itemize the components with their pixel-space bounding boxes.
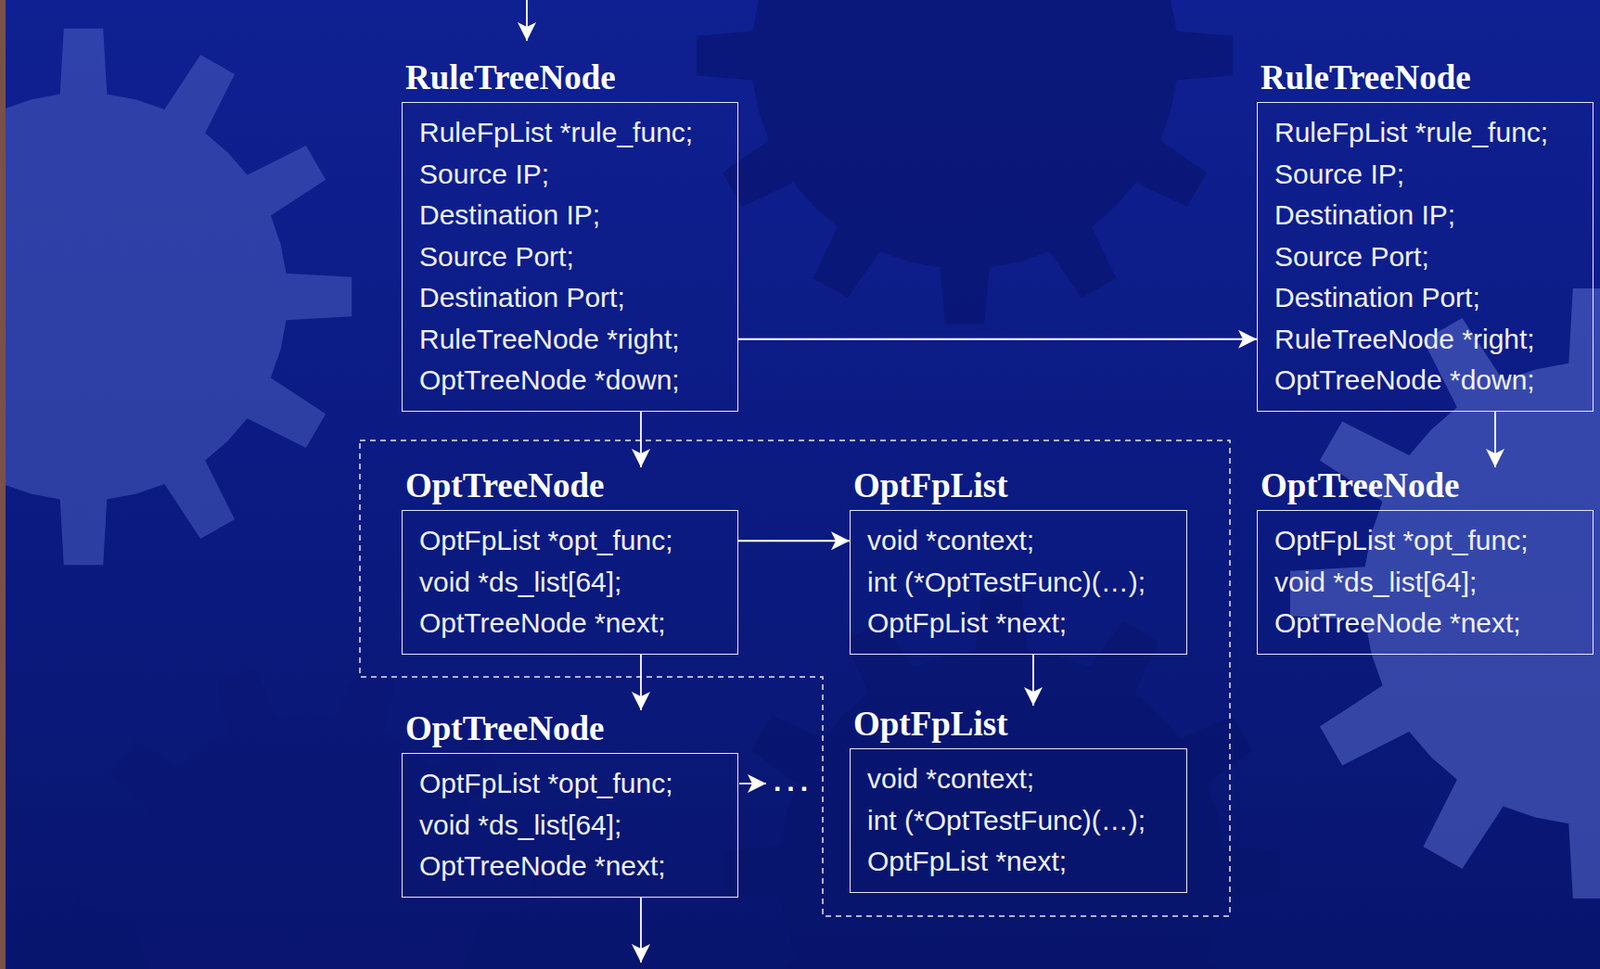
outgoing-arrow	[640, 897, 642, 963]
pointer-arrow	[640, 654, 642, 712]
continuation-arrow	[739, 782, 767, 785]
struct-name: RuleTreeNode	[1256, 59, 1594, 97]
field-line: int (*OptTestFunc)(…);	[867, 562, 1146, 604]
incoming-arrow	[525, 0, 528, 41]
field-line: OptFpList *next;	[867, 602, 1067, 645]
field-line: Destination Port;	[1274, 277, 1481, 320]
field-line: void *ds_list[64];	[419, 805, 622, 847]
field-line: OptTreeNode *next;	[419, 845, 666, 888]
field-list: OptFpList *opt_func; void *ds_list[64]; …	[419, 763, 730, 888]
pointer-arrow	[1494, 411, 1497, 469]
ellipsis-mark: ...	[773, 766, 814, 798]
struct-box: OptFpList *opt_func; void *ds_list[64]; …	[401, 510, 739, 655]
pointer-arrow	[1032, 654, 1035, 707]
field-line: OptFpList *next;	[867, 841, 1067, 884]
field-line: OptFpList *opt_func;	[419, 763, 674, 806]
field-line: Destination Port;	[419, 277, 626, 320]
gear-shape	[696, 0, 1233, 324]
struct-name: RuleTreeNode	[401, 59, 739, 97]
field-list: OptFpList *opt_func; void *ds_list[64]; …	[419, 520, 730, 645]
pointer-arrow	[640, 411, 642, 469]
struct-box: RuleFpList *rule_func; Source IP; Destin…	[401, 102, 739, 412]
struct-node: OptTreeNodeOptFpList *opt_func; void *ds…	[1256, 467, 1594, 655]
struct-node: OptTreeNodeOptFpList *opt_func; void *ds…	[401, 710, 739, 898]
struct-box: void *context; int (*OptTestFunc)(…); Op…	[849, 510, 1188, 655]
struct-box: OptFpList *opt_func; void *ds_list[64]; …	[401, 753, 739, 898]
struct-name: OptFpList	[849, 705, 1188, 743]
struct-node: RuleTreeNodeRuleFpList *rule_func; Sourc…	[1256, 59, 1594, 412]
field-line: OptTreeNode *down;	[419, 359, 680, 402]
field-line: int (*OptTestFunc)(…);	[867, 800, 1146, 843]
struct-node: OptFpList void *context; int (*OptTestFun…	[849, 705, 1188, 894]
field-line: Source IP;	[419, 153, 550, 196]
struct-box: RuleFpList *rule_func; Source IP; Destin…	[1256, 102, 1594, 412]
field-line: OptTreeNode *next;	[1274, 602, 1522, 645]
struct-name: OptTreeNode	[401, 467, 739, 505]
field-line: Source Port;	[1274, 236, 1430, 279]
field-list: OptFpList *opt_func; void *ds_list[64]; …	[1274, 520, 1586, 645]
struct-node: OptFpList void *context; int (*OptTestFun…	[849, 467, 1188, 655]
gear-shape	[0, 28, 352, 565]
struct-name: OptFpList	[849, 467, 1188, 505]
field-line: RuleTreeNode *right;	[419, 319, 680, 361]
field-line: OptFpList *opt_func;	[419, 520, 674, 563]
gear-shape	[724, 594, 1280, 969]
dashed-region	[359, 440, 1230, 917]
field-line: Destination IP;	[1274, 194, 1456, 237]
field-list: RuleFpList *rule_func; Source IP; Destin…	[1274, 112, 1586, 402]
field-line: RuleTreeNode *right;	[1274, 319, 1536, 361]
struct-name: OptTreeNode	[1256, 467, 1594, 505]
field-line: Source IP;	[1274, 153, 1405, 196]
pointer-arrow	[738, 539, 850, 542]
field-line: Destination IP;	[419, 194, 601, 237]
field-line: void *context;	[867, 520, 1035, 563]
struct-name: OptTreeNode	[401, 710, 739, 748]
field-line: RuleFpList *rule_func;	[1274, 112, 1549, 154]
field-list: void *context; int (*OptTestFunc)(…); Op…	[867, 520, 1179, 645]
field-line: void *ds_list[64];	[419, 562, 622, 604]
struct-box: void *context; int (*OptTestFunc)(…); Op…	[849, 748, 1188, 894]
field-line: OptTreeNode *next;	[419, 602, 666, 645]
field-line: void *ds_list[64];	[1274, 562, 1477, 604]
struct-box: OptFpList *opt_func; void *ds_list[64]; …	[1256, 510, 1594, 655]
field-line: OptTreeNode *down;	[1274, 359, 1536, 402]
pointer-arrow	[738, 338, 1257, 341]
edge-strip	[0, 0, 6, 969]
field-list: RuleFpList *rule_func; Source IP; Destin…	[419, 112, 730, 402]
struct-node: OptTreeNodeOptFpList *opt_func; void *ds…	[401, 467, 739, 655]
field-list: void *context; int (*OptTestFunc)(…); Op…	[867, 758, 1179, 884]
field-line: void *context;	[867, 758, 1035, 801]
struct-node: RuleTreeNodeRuleFpList *rule_func; Sourc…	[401, 59, 739, 412]
field-line: Source Port;	[419, 236, 575, 279]
field-line: RuleFpList *rule_func;	[419, 112, 693, 154]
field-line: OptFpList *opt_func;	[1274, 520, 1529, 563]
